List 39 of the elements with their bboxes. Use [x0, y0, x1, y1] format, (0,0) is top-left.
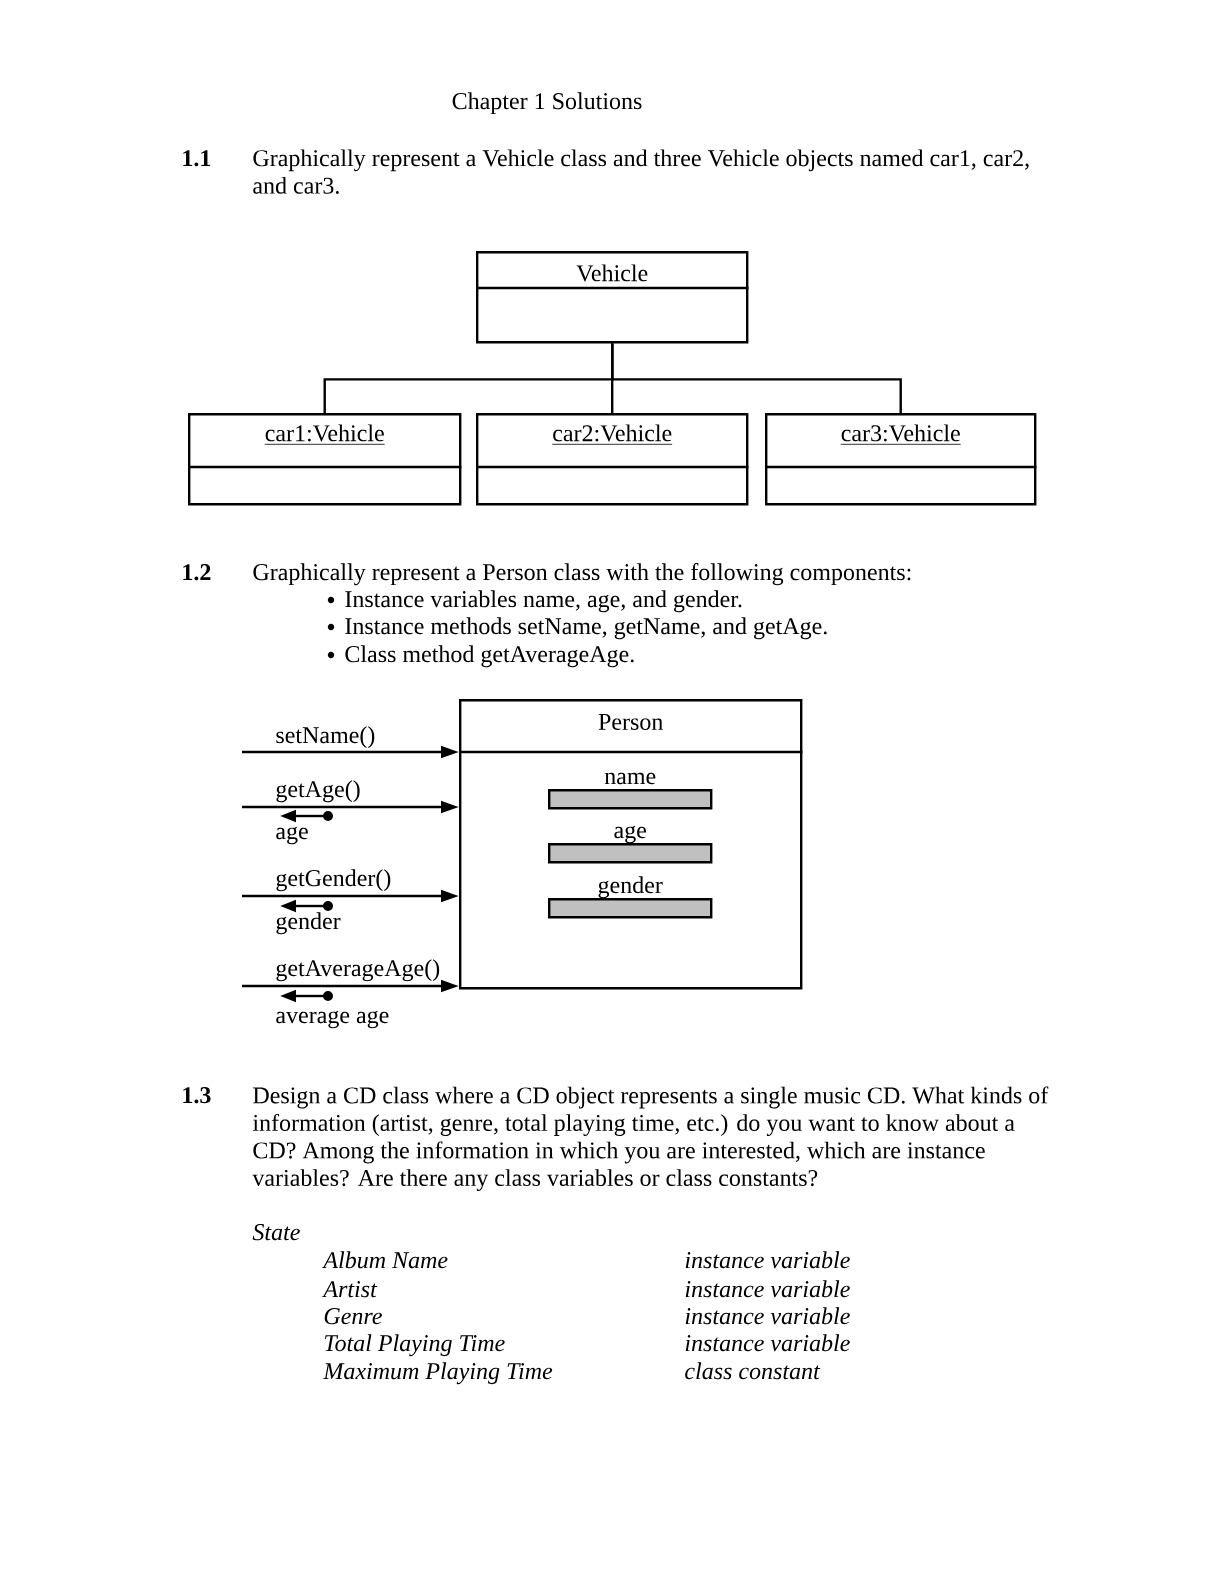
table-cell: instance variable	[685, 1280, 850, 1298]
table-cell: instance variable	[685, 1307, 850, 1325]
variable-field: gender	[548, 876, 713, 919]
table-cell: Genre	[324, 1308, 382, 1325]
question-text: Graphically represent a Person class with the following components:	[253, 563, 911, 586]
question-text: Design a CD class where a CD object represents a single music CD. What kinds of information (artist, genre, total playing time, etc.) do you want to know about a CD? Among the information in which you are interested, which are instance variables? Are there any class variables or class constants?	[252, 1086, 1049, 1191]
page-title: Chapter 1 Solutions	[452, 92, 642, 115]
bullet-item: Instance variables name, age, and gender.	[327, 590, 742, 613]
connector-line	[611, 343, 902, 413]
node-label: gender	[598, 876, 663, 899]
return-value-label: gender	[276, 912, 341, 935]
table-cell: instance variable	[685, 1334, 850, 1352]
table-cell: instance variable	[685, 1251, 850, 1269]
variable-field: age	[548, 825, 713, 864]
table-cell: Album Name	[322, 1251, 448, 1269]
node-label: age	[614, 825, 647, 844]
bullet-item: Instance methods setName, getName, and getAge.	[327, 617, 827, 640]
return-value-label: age	[276, 826, 308, 845]
question-text: Graphically represent a Vehicle class and three Vehicle objects named car1, car2, and car3.	[253, 149, 1029, 194]
edge-label: getGender()	[276, 869, 391, 892]
section-heading: State	[252, 1224, 300, 1241]
question-number: 1.2	[183, 564, 211, 581]
variable-field: name	[548, 772, 713, 810]
node-label: name	[604, 772, 656, 785]
table-cell: class constant	[685, 1362, 821, 1380]
question-number: 1.3	[183, 1087, 211, 1104]
table-cell: Artist	[322, 1281, 378, 1298]
return-value-label: average age	[276, 1010, 389, 1029]
bullet-item: Class method getAverageAge.	[327, 645, 634, 668]
object-box: car2:Vehicle	[476, 413, 749, 506]
edge-label: getAge()	[276, 780, 360, 803]
edge-label: setName()	[276, 726, 375, 749]
object-box: car1:Vehicle	[188, 413, 462, 506]
table-cell: Total Playing Time	[324, 1334, 505, 1357]
object-box: car3:Vehicle	[765, 413, 1037, 506]
class-box: Vehicle	[476, 251, 749, 344]
question-number: 1.1	[183, 150, 211, 167]
edge-label: getAverageAge()	[276, 959, 440, 982]
table-cell: Maximum Playing Time	[323, 1362, 553, 1385]
